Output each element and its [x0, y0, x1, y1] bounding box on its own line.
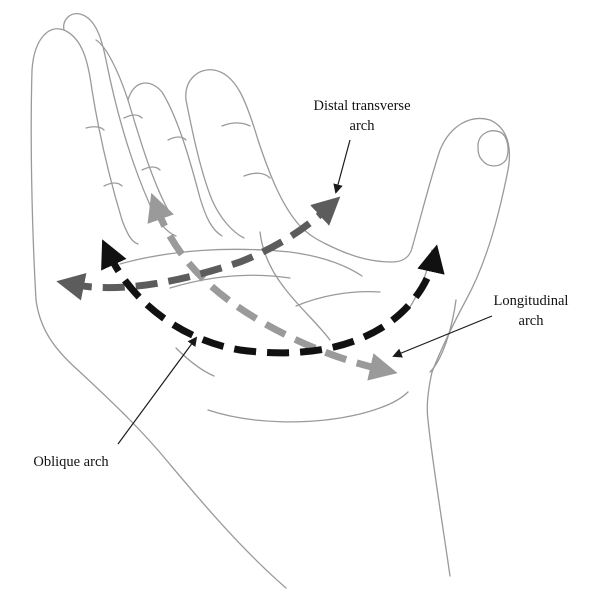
index-finger-inner: [186, 100, 244, 238]
longitudinal-arch-label-line1: Longitudinal: [476, 291, 586, 311]
wrist-crease: [208, 392, 408, 422]
oblique-arch-label: Oblique arch: [6, 452, 136, 472]
little-finger-crease: [86, 127, 104, 130]
middle-finger: [128, 83, 222, 236]
little-finger: [31, 29, 138, 300]
little-finger-crease-2: [104, 183, 122, 186]
distal-transverse-arch-label-line1: Distal transverse: [262, 96, 462, 116]
hypothenar-crease: [176, 348, 214, 376]
leader-distal-transverse: [336, 140, 350, 192]
oblique-arch-label-text: Oblique arch: [6, 452, 136, 472]
thenar-edge: [427, 372, 450, 576]
thumb-outer: [412, 118, 509, 372]
longitudinal-arch-label-line2: arch: [476, 311, 586, 331]
index-finger-crease-2: [244, 173, 270, 178]
leader-oblique: [118, 338, 196, 444]
distal-transverse-arch-label: Distal transverse arch: [262, 96, 462, 136]
distal-transverse-arch-label-line2: arch: [262, 116, 462, 136]
longitudinal-arch-label: Longitudinal arch: [476, 291, 586, 331]
palm-ulnar-edge: [36, 300, 286, 588]
thumb-web: [326, 244, 412, 262]
thumb-nail: [478, 131, 508, 166]
index-finger-crease: [222, 123, 250, 126]
palm-crease-thenar: [296, 292, 380, 306]
